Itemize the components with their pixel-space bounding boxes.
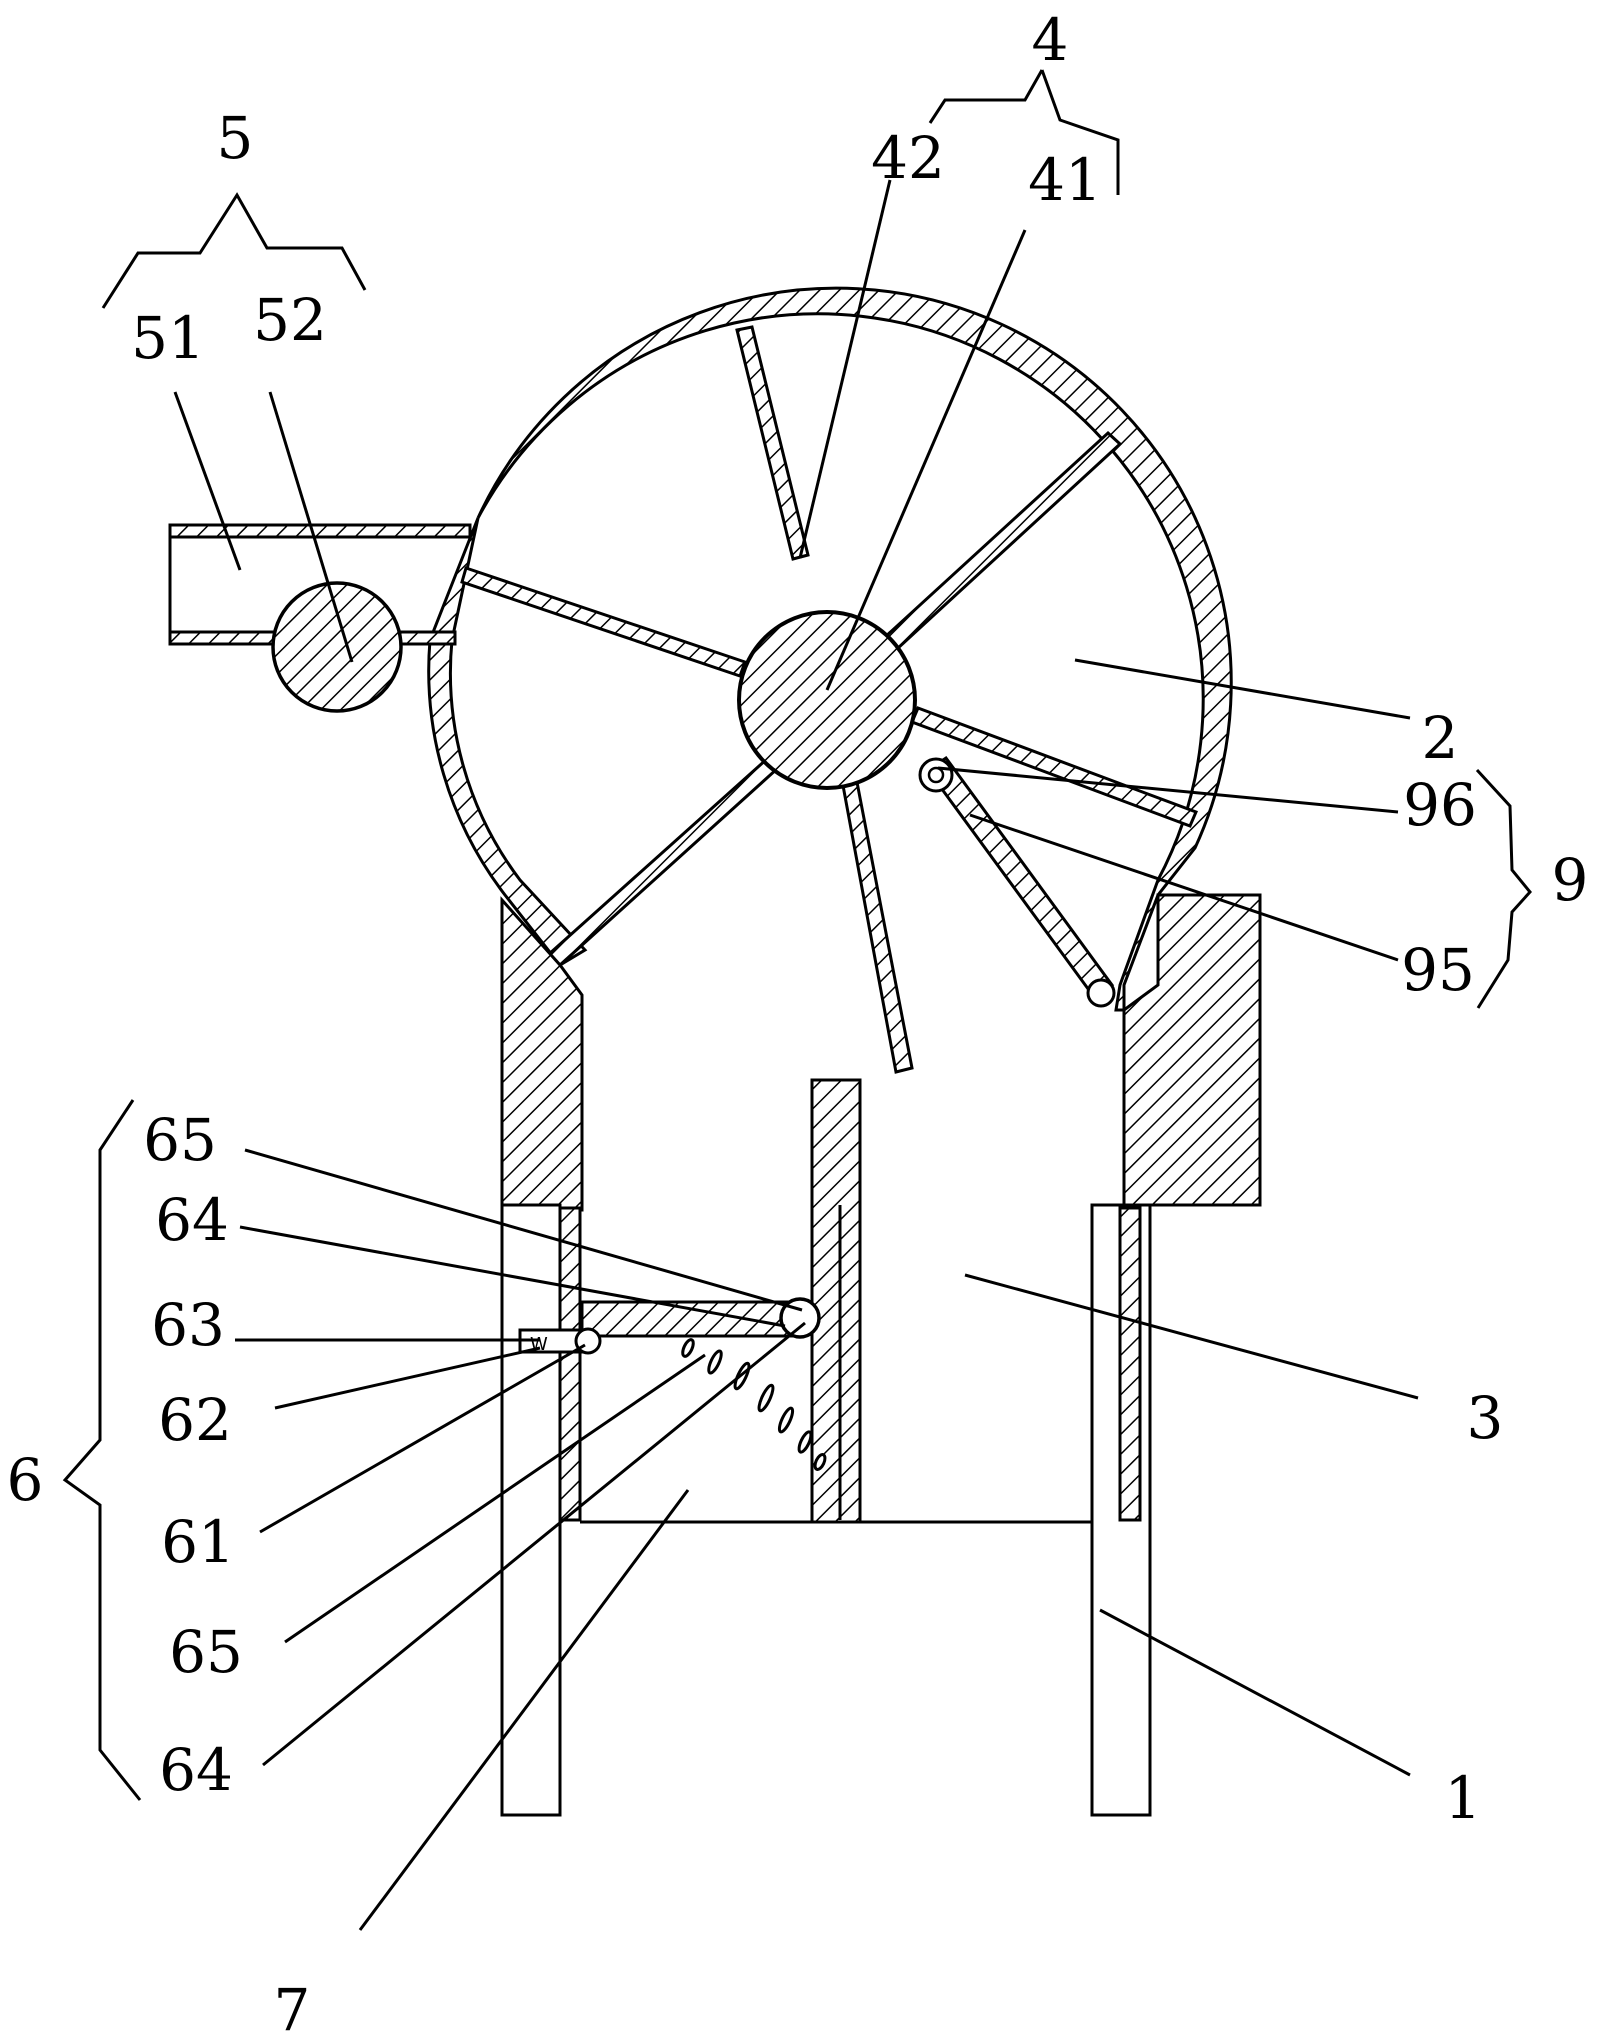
base-frame <box>500 1203 1152 1817</box>
bracket-4 <box>928 69 1120 195</box>
label-52: 52 <box>253 286 327 354</box>
scraper-assembly <box>918 755 1116 1008</box>
bracket-6 <box>62 1099 142 1801</box>
label-51: 51 <box>131 304 205 372</box>
label-65-upper: 65 <box>143 1106 217 1174</box>
label-96: 96 <box>1403 771 1477 839</box>
label-5: 5 <box>217 104 254 172</box>
bracket-9 <box>1475 768 1532 1009</box>
impeller-blade <box>460 566 747 678</box>
impeller-blade <box>840 775 914 1074</box>
right-wall <box>1122 893 1262 1210</box>
central-partition <box>810 1078 862 1524</box>
label-9: 9 <box>1552 846 1589 914</box>
label-1: 1 <box>1445 1764 1482 1832</box>
label-64-lower: 64 <box>159 1736 233 1804</box>
label-3: 3 <box>1467 1384 1504 1452</box>
label-4: 4 <box>1032 6 1069 74</box>
leader-lines <box>173 179 1419 1931</box>
label-63: 63 <box>151 1291 225 1359</box>
label-42: 42 <box>871 124 945 192</box>
label-61: 61 <box>161 1508 235 1576</box>
label-7: 7 <box>274 1976 311 2044</box>
impeller-blade <box>545 755 781 967</box>
label-41: 41 <box>1028 146 1102 214</box>
impeller-blade <box>735 325 810 561</box>
reference-numerals: 4 42 41 5 51 52 2 96 9 95 65 64 63 62 6 … <box>7 6 1589 2044</box>
label-6: 6 <box>7 1446 44 1514</box>
impeller-blade <box>870 430 1123 663</box>
impeller-hub <box>737 610 917 790</box>
label-95: 95 <box>1401 936 1475 1004</box>
label-2: 2 <box>1422 704 1459 772</box>
impeller <box>460 325 1198 1074</box>
svg-text:W: W <box>530 1334 548 1355</box>
label-65-lower: 65 <box>169 1618 243 1686</box>
label-62: 62 <box>158 1386 232 1454</box>
valve-ball <box>271 581 403 713</box>
label-64-upper: 64 <box>155 1186 229 1254</box>
bracket-5 <box>101 192 367 309</box>
flap-mechanism: W <box>518 1297 827 1471</box>
